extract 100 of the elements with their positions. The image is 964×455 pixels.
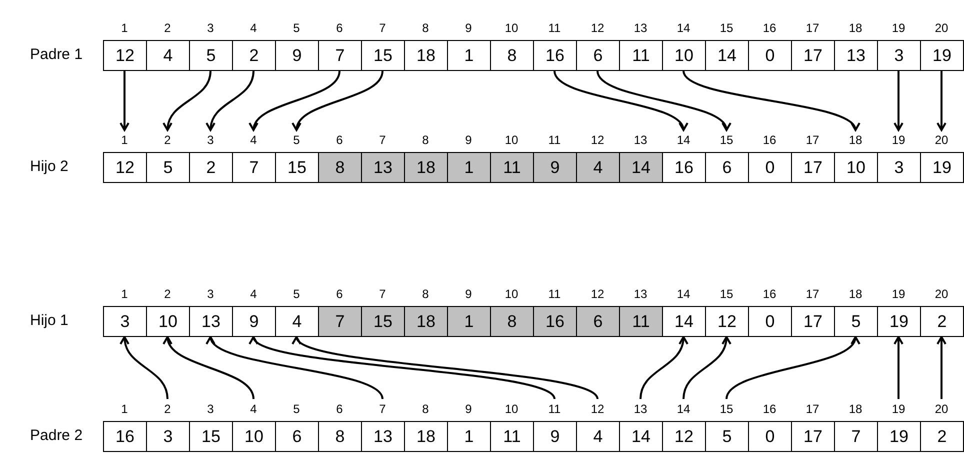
- array-cell: 14: [662, 306, 706, 337]
- array-cell: 10: [146, 306, 190, 337]
- index-number: 11: [547, 402, 562, 416]
- index-number: 15: [718, 21, 734, 35]
- array-cell: 12: [103, 152, 147, 183]
- array-cell: 19: [920, 152, 964, 183]
- array-cell: 18: [404, 152, 448, 183]
- index-number: 20: [934, 133, 950, 147]
- array-cell: 6: [705, 152, 749, 183]
- array-cell: 15: [361, 40, 405, 71]
- array-cell: 7: [232, 152, 276, 183]
- array-cell: 11: [619, 306, 663, 337]
- index-number: 17: [804, 21, 820, 35]
- index-number: 10: [504, 287, 520, 301]
- index-number: 1: [120, 402, 129, 416]
- array-cell: 3: [877, 40, 921, 71]
- index-number: 18: [848, 21, 864, 35]
- array-cell: 8: [490, 306, 534, 337]
- index-number: 4: [249, 21, 258, 35]
- index-number: 16: [762, 287, 778, 301]
- index-number: 20: [934, 21, 950, 35]
- index-number: 16: [762, 21, 778, 35]
- index-number: 15: [718, 133, 734, 147]
- index-number: 19: [890, 402, 906, 416]
- array-cell: 5: [834, 306, 878, 337]
- array-cell: 11: [490, 421, 534, 452]
- array-cell: 11: [490, 152, 534, 183]
- array-cell: 0: [748, 421, 792, 452]
- index-number: 3: [206, 133, 215, 147]
- array-cell: 13: [361, 421, 405, 452]
- array-cell: 14: [619, 152, 663, 183]
- row-label: Padre 2: [30, 427, 83, 444]
- arrow: [164, 336, 254, 400]
- array-cell: 15: [275, 152, 319, 183]
- index-number: 20: [934, 287, 950, 301]
- array-cell: 2: [189, 152, 233, 183]
- array-cell: 1: [447, 40, 491, 71]
- index-number: 10: [504, 402, 520, 416]
- array-cell: 6: [275, 421, 319, 452]
- array-cell: 15: [189, 421, 233, 452]
- index-number: 4: [249, 133, 258, 147]
- arrow: [293, 70, 384, 131]
- index-number: 14: [676, 21, 692, 35]
- arrow: [640, 336, 688, 400]
- arrow: [163, 70, 212, 131]
- array-cell: 2: [232, 40, 276, 71]
- arrow: [120, 336, 168, 400]
- array-cell: 17: [791, 152, 835, 183]
- index-number: 1: [120, 287, 129, 301]
- arrow: [554, 70, 686, 131]
- index-number: 8: [421, 287, 430, 301]
- index-number: 19: [890, 133, 906, 147]
- array-cell: 4: [576, 152, 620, 183]
- index-number: 8: [421, 21, 430, 35]
- arrow: [206, 70, 254, 131]
- array-cell: 5: [189, 40, 233, 71]
- array-cell: 19: [877, 421, 921, 452]
- array-cell: 8: [318, 152, 362, 183]
- index-number: 5: [292, 287, 301, 301]
- array-cell: 14: [705, 40, 749, 71]
- array-cell: 4: [275, 306, 319, 337]
- index-number: 13: [632, 287, 648, 301]
- array-cell: 13: [361, 152, 405, 183]
- array-cell: 17: [791, 306, 835, 337]
- index-number: 12: [590, 402, 606, 416]
- index-number: 12: [590, 21, 606, 35]
- array-cell: 18: [404, 421, 448, 452]
- index-number: 6: [335, 133, 344, 147]
- array-cell: 6: [576, 306, 620, 337]
- index-number: 17: [804, 402, 820, 416]
- array-cell: 10: [834, 152, 878, 183]
- index-number: 2: [163, 287, 172, 301]
- arrow: [596, 70, 729, 131]
- index-number: 1: [120, 21, 129, 35]
- array-cell: 0: [748, 306, 792, 337]
- index-number: 15: [718, 287, 734, 301]
- index-number: 15: [718, 402, 734, 416]
- index-number: 11: [547, 133, 562, 147]
- array-cell: 7: [318, 306, 362, 337]
- index-number: 8: [421, 402, 430, 416]
- index-number: 5: [292, 402, 301, 416]
- array-cell: 14: [619, 421, 663, 452]
- arrow: [894, 71, 904, 131]
- arrow: [894, 336, 904, 399]
- index-number: 13: [632, 21, 648, 35]
- index-number: 7: [378, 133, 387, 147]
- index-number: 9: [464, 402, 473, 416]
- index-number: 18: [848, 133, 864, 147]
- index-number: 14: [676, 287, 692, 301]
- index-number: 12: [590, 133, 606, 147]
- array-cell: 15: [361, 306, 405, 337]
- array-cell: 8: [490, 40, 534, 71]
- array-cell: 3: [103, 306, 147, 337]
- array-cell: 16: [533, 306, 577, 337]
- index-number: 2: [163, 402, 172, 416]
- array-cell: 4: [146, 40, 190, 71]
- index-number: 5: [292, 133, 301, 147]
- array-cell: 12: [705, 306, 749, 337]
- array-cell: 10: [662, 40, 706, 71]
- index-number: 2: [163, 21, 172, 35]
